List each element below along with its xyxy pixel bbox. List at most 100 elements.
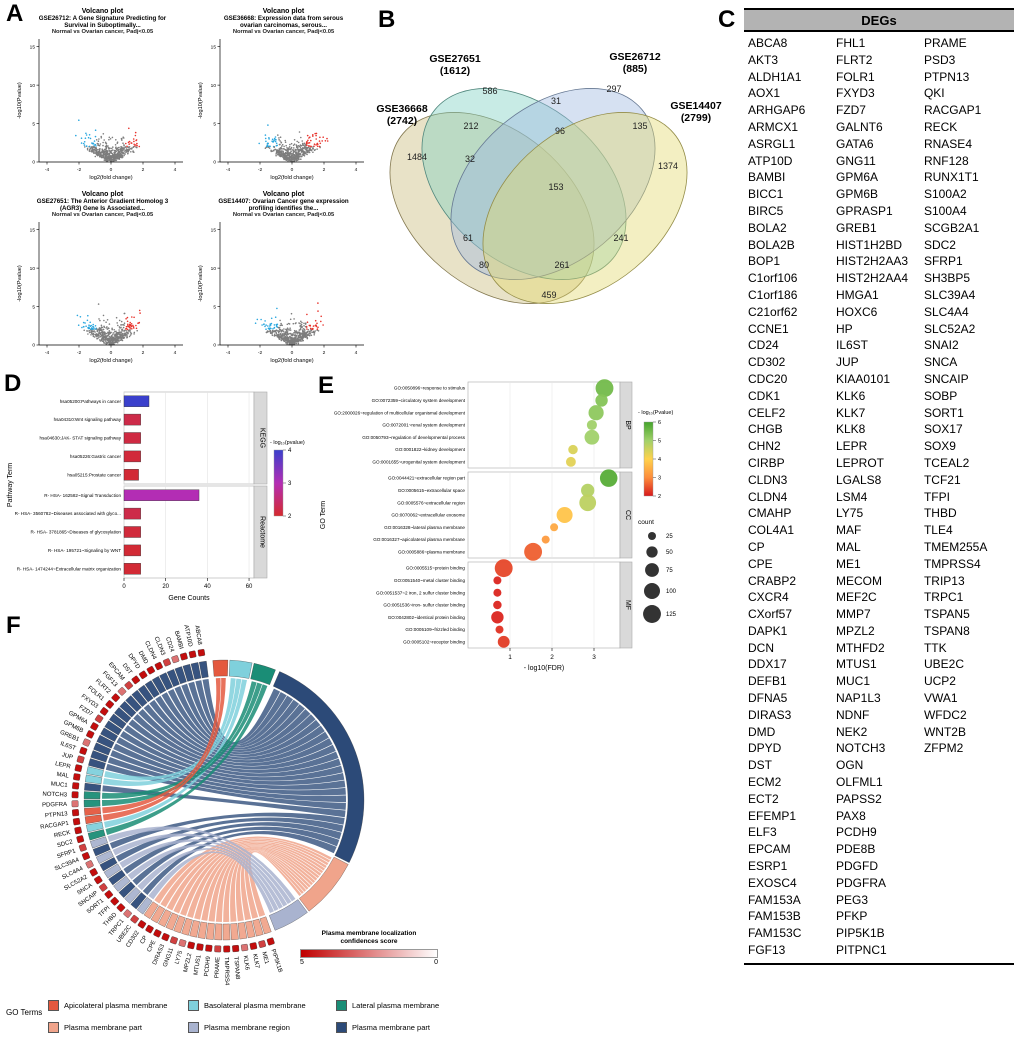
volcano-point [277,134,279,136]
gene-name: CHGB [748,422,783,437]
gene-name: SORT1 [923,405,964,420]
gene-name: CXCR4 [748,590,789,605]
volcano-point [278,137,280,139]
gene-name: HIST2H2AA4 [835,271,909,286]
gene-name: GPM6A [835,170,878,185]
volcano-point [90,146,93,148]
gene-sector [124,887,141,904]
gene-name: KLK7 [835,405,866,420]
gene-name: SOX17 [923,422,963,437]
volcano-point [133,316,135,319]
gene-sector [100,727,118,742]
chord-ribbon [113,743,346,790]
gene-sector [144,680,160,698]
gene-name: SNCA [923,355,958,370]
volcano-point [316,328,319,330]
volcano-point [287,153,290,155]
volcano-point [278,337,280,340]
x-tick-label: 20 [162,584,169,590]
volcano-point [98,318,100,320]
gene-score-square [86,730,95,739]
venn-count-only_36668: 1484 [407,152,427,162]
gene-name: FAM153A [748,892,801,907]
volcano-point [292,322,295,325]
volcano-point [133,145,135,148]
volcano-point [302,328,305,330]
volcano-point [296,159,299,161]
volcano-point [286,343,288,345]
gene-sector [86,766,104,777]
volcano-point [114,338,117,340]
volcano-point [306,328,308,330]
chord-ribbon [235,850,309,922]
volcano-point [103,319,105,322]
volcano-point [294,332,297,334]
volcano-point [279,319,281,322]
volcano-point [114,144,117,146]
volcano-point [308,148,311,150]
volcano-point [94,155,97,158]
volcano-point [307,329,310,331]
gene-name: HIST2H2AA3 [835,254,909,269]
gene-name: HMGA1 [835,287,879,302]
volcano-point [90,324,92,327]
go-legend-label: Apicolateral plasma membrane [64,1000,168,1010]
volcano-point [272,150,275,152]
volcano-point [124,328,127,330]
volcano-point [314,132,316,135]
gene-score-square [187,941,195,950]
gene-name: MAL [835,539,861,554]
panel-label-f: F [6,612,21,639]
volcano-point [112,146,114,148]
volcano-point [281,143,284,146]
volcano-point [126,335,128,337]
gene-sector [158,909,172,928]
volcano-point [106,335,108,337]
volcano-point [120,329,123,331]
volcano-point [136,144,138,147]
volcano-point [115,155,117,158]
gene-name: LEPR [835,439,868,454]
volcano-point [268,138,270,140]
volcano-point [109,155,112,157]
volcano-point [280,339,283,342]
volcano-point [271,138,274,141]
volcano-point [295,146,298,149]
volcano-point [284,338,287,341]
gene-name: TRIP13 [923,573,965,588]
gene-name: EPCAM [748,842,791,857]
volcano-point [293,139,296,141]
volcano-point [128,149,131,151]
volcano-point [319,142,322,145]
volcano-point [114,333,116,335]
volcano-point [114,159,116,161]
y-tick-label: 5 [32,121,35,127]
volcano-point [281,155,283,158]
volcano-point [300,327,302,329]
volcano-point [326,140,329,142]
volcano-point [307,146,310,149]
volcano-point [292,337,295,340]
volcano-point [315,138,317,140]
volcano-point [95,148,97,150]
gene-sector [237,922,248,940]
volcano-point [116,340,118,342]
volcano-point [127,325,130,328]
gene-name: HOXC6 [835,304,878,319]
chord-gene-label: LY75 [175,950,185,965]
volcano-point [136,329,138,332]
volcano-point [104,331,106,334]
gene-name: SFRP1 [923,254,963,269]
volcano-point [94,333,96,336]
size-legend-value: 25 [666,534,673,540]
volcano-point [308,324,311,327]
size-legend-value: 125 [666,612,677,618]
volcano-point [131,328,133,330]
volcano-point [269,332,272,334]
volcano-point [271,331,274,334]
gene-name: CD302 [748,355,786,370]
volcano-subtitle: Survival in Suboptimally... [64,22,141,29]
volcano-point [130,142,132,144]
